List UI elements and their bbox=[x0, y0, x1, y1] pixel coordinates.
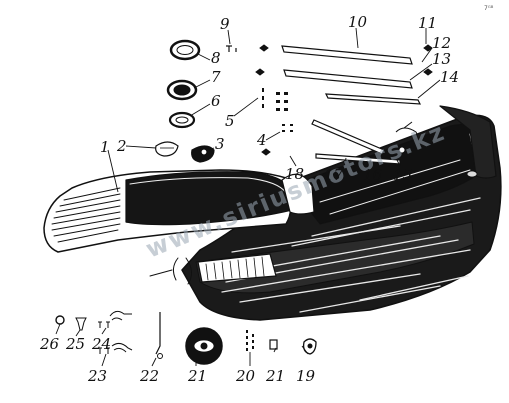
washer-26 bbox=[55, 315, 65, 325]
callout-24: 24 bbox=[91, 335, 111, 353]
wiring-harness bbox=[149, 257, 192, 285]
screws-20 bbox=[246, 330, 254, 351]
strip-clips bbox=[255, 44, 433, 156]
callout-26: 26 bbox=[39, 335, 60, 353]
bolt-25 bbox=[75, 317, 87, 331]
callout-16: 16 bbox=[363, 166, 383, 184]
seat-hump bbox=[281, 173, 315, 215]
callout-21a: 21 bbox=[187, 367, 207, 385]
lamp-parts bbox=[155, 141, 215, 163]
callout-labels: 1 2 3 4 5 6 7 8 9 10 11 12 13 14 15 16 1… bbox=[39, 13, 459, 385]
rod-22 bbox=[155, 312, 161, 355]
callout-2: 2 bbox=[116, 137, 127, 155]
callout-1: 1 bbox=[100, 138, 110, 156]
screw-9 bbox=[226, 45, 237, 52]
leader-lines bbox=[55, 27, 441, 367]
cowl-grille bbox=[51, 187, 121, 243]
ring-8 bbox=[169, 39, 201, 61]
callout-11: 11 bbox=[418, 14, 437, 32]
callout-17: 17 bbox=[324, 166, 344, 184]
callout-12: 12 bbox=[432, 34, 451, 52]
trim-strips bbox=[281, 45, 422, 165]
callout-14: 14 bbox=[440, 68, 459, 86]
callout-9: 9 bbox=[220, 15, 230, 33]
lamp-2 bbox=[155, 141, 179, 157]
corner-mark: 7ᴳᴮ bbox=[484, 5, 494, 12]
callout-7: 7 bbox=[211, 68, 221, 86]
callout-6: 6 bbox=[211, 92, 221, 110]
trim-strip-14 bbox=[324, 93, 422, 105]
ring-7 bbox=[166, 79, 198, 101]
trim-strip-16 bbox=[315, 153, 401, 165]
cockpit-rim bbox=[129, 177, 289, 197]
loose-parts bbox=[55, 310, 317, 365]
callout-20: 20 bbox=[235, 367, 256, 385]
callout-19: 19 bbox=[296, 367, 316, 385]
wire-bundle bbox=[383, 121, 418, 171]
trim-strip-13 bbox=[283, 69, 413, 89]
clip-24 bbox=[98, 310, 132, 328]
callout-15: 15 bbox=[393, 166, 412, 184]
plug-21 bbox=[269, 339, 278, 350]
callout-8: 8 bbox=[211, 49, 221, 67]
ring-6 bbox=[168, 111, 196, 129]
callout-23: 23 bbox=[87, 367, 107, 385]
rear-lamp bbox=[466, 170, 478, 178]
callout-3: 3 bbox=[215, 135, 225, 153]
trim-strip-10 bbox=[281, 45, 413, 65]
callout-5: 5 bbox=[225, 112, 235, 130]
clip-23 bbox=[98, 342, 133, 354]
rear-fender bbox=[439, 105, 497, 179]
main-body-assembly bbox=[43, 105, 502, 321]
screw-rows bbox=[262, 88, 293, 132]
callout-10: 10 bbox=[348, 13, 368, 31]
callout-4: 4 bbox=[256, 131, 267, 149]
callout-21b: 21 bbox=[265, 367, 285, 385]
callout-22: 22 bbox=[139, 367, 159, 385]
callout-25: 25 bbox=[65, 335, 85, 353]
trim-strip-slant bbox=[311, 119, 385, 155]
ring-parts bbox=[166, 39, 201, 129]
lower-grille bbox=[197, 253, 277, 283]
callout-13: 13 bbox=[432, 50, 451, 68]
callout-18: 18 bbox=[285, 165, 304, 183]
